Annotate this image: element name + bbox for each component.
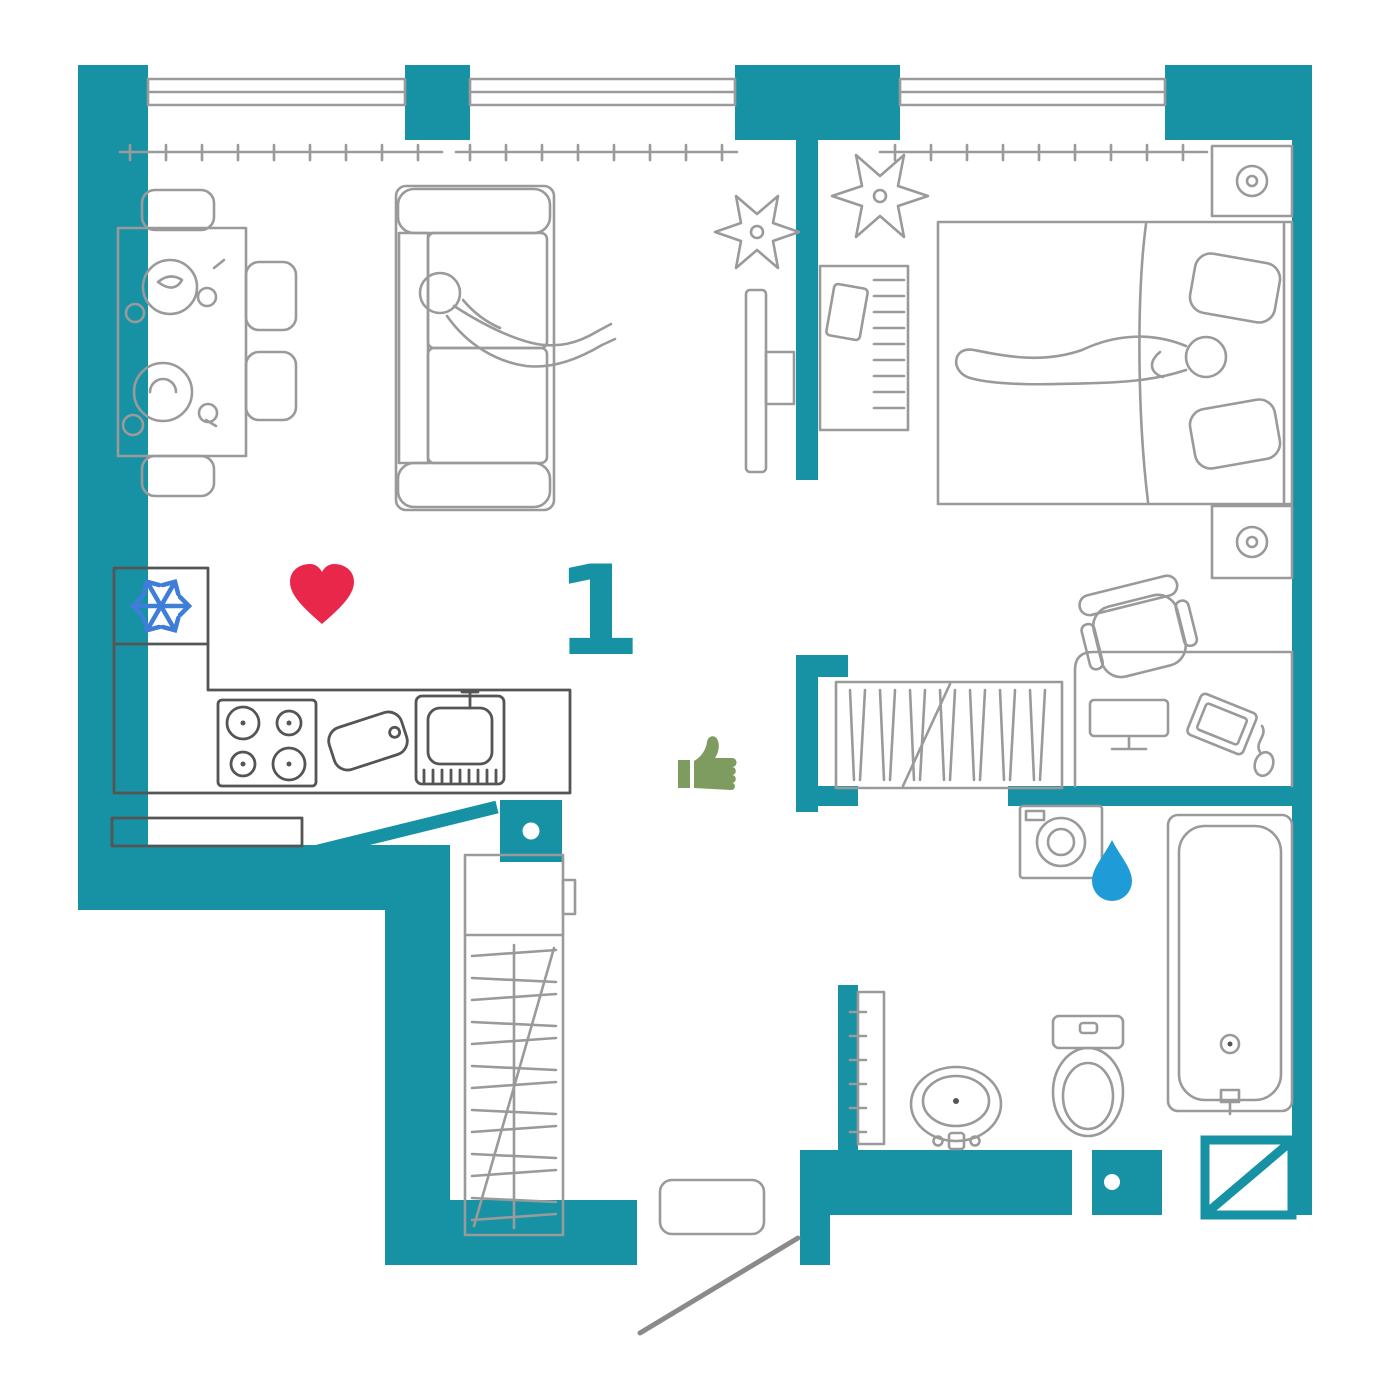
thumbs-up-icon: [678, 736, 737, 790]
walls: [78, 65, 1312, 1265]
stove: [216, 698, 318, 788]
pillow: [1188, 252, 1282, 324]
monitor: [1088, 698, 1170, 751]
heart-icon: [290, 564, 354, 624]
dining-chair: [140, 188, 216, 232]
double-bed: [936, 220, 1294, 506]
mouse: [1253, 724, 1275, 778]
washing-machine: [1018, 804, 1104, 880]
entry-doormat: [658, 1178, 766, 1236]
dining-chair: [140, 454, 216, 498]
water-drop-icon: [1092, 840, 1132, 901]
office-chair: [1078, 574, 1199, 679]
tv-panel: [744, 288, 796, 474]
door-pivot-dot: [522, 822, 540, 840]
dining-set: [116, 188, 298, 498]
sofa: [394, 184, 556, 512]
snowflake-icon: [129, 578, 193, 634]
person-on-bed: [954, 335, 1228, 386]
interior-door: [316, 800, 562, 862]
bedroom-plant: [830, 153, 930, 239]
pillow: [1188, 398, 1282, 470]
radiator: [1210, 144, 1294, 218]
kitchen-sink: [414, 690, 506, 786]
apartment-number: 1: [555, 540, 641, 684]
hall-bench: [110, 816, 304, 848]
kitchen-counter: [112, 566, 572, 795]
ventilation-shaft: [1200, 1135, 1297, 1220]
bathtub: [1166, 813, 1294, 1116]
window-radiator-strip: [118, 143, 1209, 162]
plant: [713, 194, 801, 270]
windows: [146, 77, 1167, 107]
cutting-board: [327, 710, 409, 772]
closet-rail: [834, 680, 1064, 790]
hall-wardrobe: [463, 853, 577, 1237]
bathroom-sink: [909, 1065, 1003, 1151]
entrance-door: [637, 1235, 801, 1336]
laptop: [1186, 692, 1258, 756]
dining-chair: [244, 260, 298, 332]
toilet: [1051, 1014, 1125, 1138]
bathroom-door-pivot-dot: [1104, 1174, 1120, 1190]
desk: [1073, 650, 1294, 788]
dresser: [818, 264, 910, 432]
radiator: [1210, 504, 1294, 580]
person-on-sofa: [418, 271, 617, 368]
dining-chair: [244, 350, 298, 422]
towel-rail: [848, 990, 886, 1146]
